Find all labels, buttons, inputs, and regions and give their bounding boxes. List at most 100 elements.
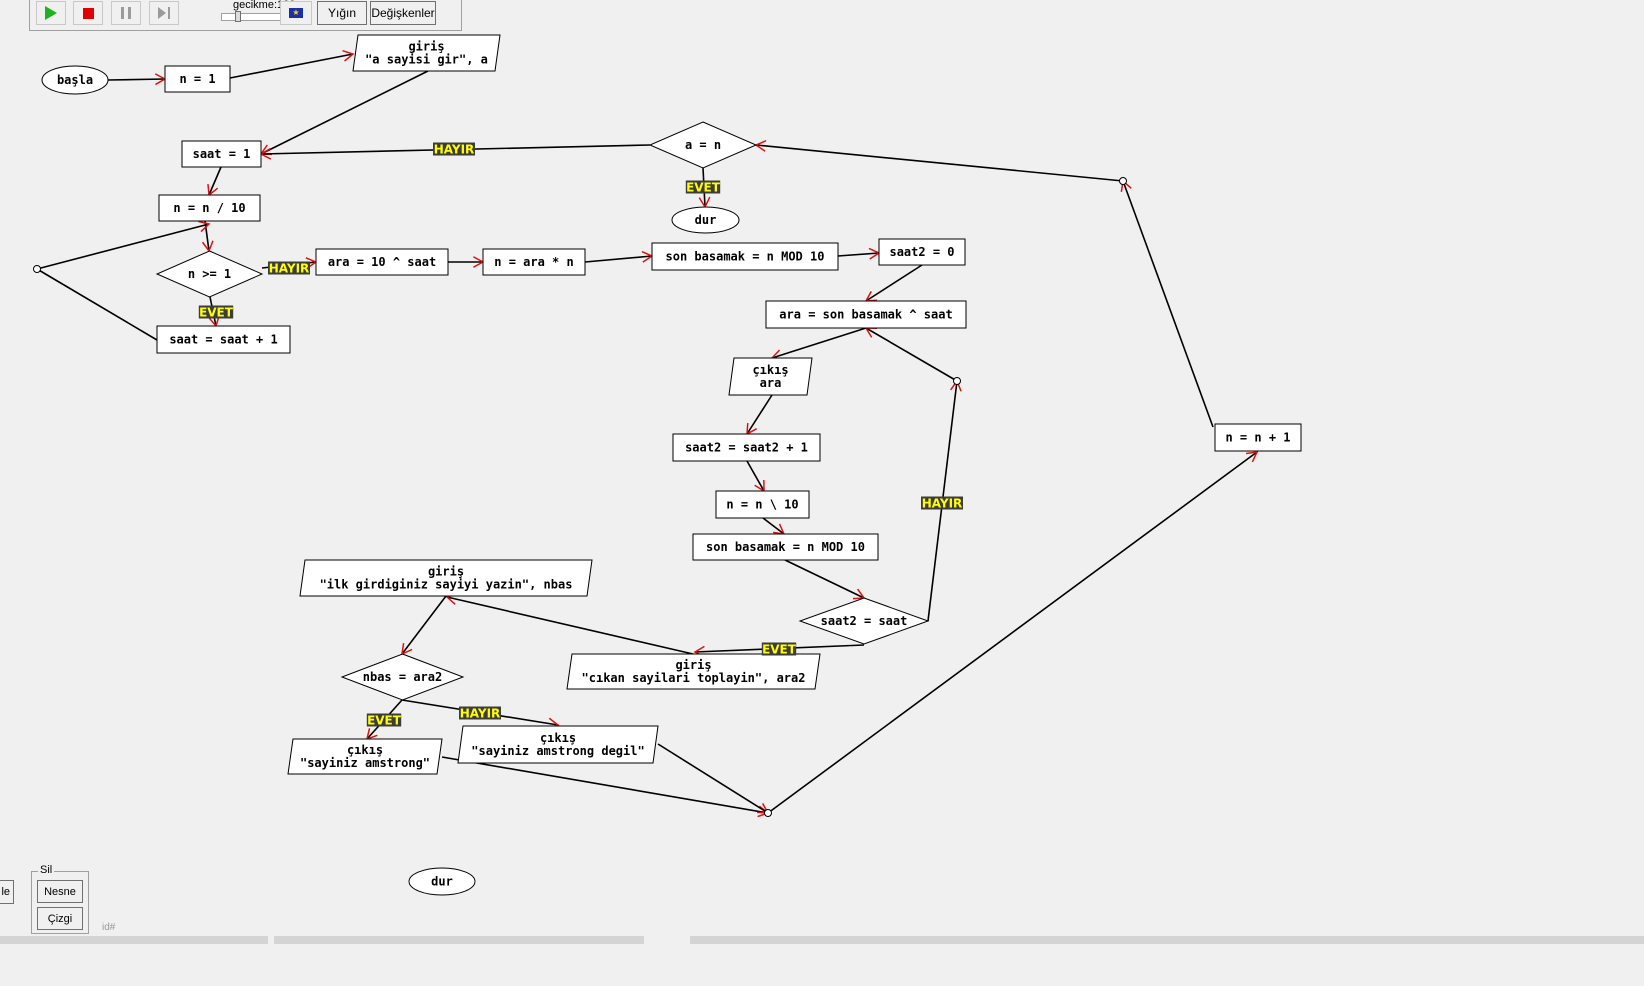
flow-node-io[interactable]: çıkış"sayiniz amstrong degil" [457,725,659,764]
branch-label-text: HAYIR [922,497,963,511]
connector-line[interactable] [584,250,654,263]
flow-node-terminal[interactable]: dur [671,206,740,234]
connector-line[interactable] [441,756,770,818]
delete-group: Sil Nesne Çizgi [31,864,89,934]
language-button[interactable]: ★ [280,1,312,25]
variables-button[interactable]: Değişkenler [370,1,436,25]
delay-label: gecikme:100 [233,0,296,11]
connector-line[interactable] [746,394,773,436]
branch-label: EVET [761,642,797,657]
delay-slider-thumb[interactable] [235,11,241,22]
flow-node-io[interactable]: giriş"a sayisi gir", a [352,34,501,72]
toolbar: gecikme:100 ★ Yığın Değişkenler [29,0,462,31]
connector-line[interactable] [207,166,222,197]
left-partial-button[interactable]: le [0,880,14,904]
flow-node-process[interactable]: n = 1 [164,65,231,93]
flow-node-process[interactable]: n = n \ 10 [715,490,810,519]
bottom-scroll-strip [0,936,268,944]
flow-node-terminal[interactable]: dur [408,867,476,896]
connector-line[interactable] [657,743,770,814]
connector-line[interactable] [1120,179,1214,428]
branch-label: EVET [366,713,402,728]
flow-node-decision[interactable]: a = n [648,121,758,169]
connector-line[interactable] [864,327,958,382]
node-text: "sayiniz amstrong degil" [471,744,644,758]
flow-node-decision[interactable]: saat2 = saat [798,597,930,645]
connector-line[interactable] [36,268,158,341]
node-text: çıkış [540,731,576,745]
node-text: saat2 = saat [821,614,908,628]
branch-label: HAYIR [921,496,963,511]
node-text: çıkış [347,743,383,757]
node-text: dur [431,875,453,889]
connector-line[interactable] [762,517,786,535]
connector-line[interactable] [107,73,167,86]
flow-node-decision[interactable]: nbas = ara2 [340,653,465,701]
branch-label: HAYIR [459,706,501,721]
connector-line[interactable] [767,451,1259,814]
connector-joint[interactable] [764,809,772,817]
connector-line[interactable] [259,70,429,156]
flow-node-decision[interactable]: n >= 1 [155,250,264,298]
node-text: saat2 = 0 [889,245,954,259]
node-text: n = ara * n [494,255,573,269]
connector-line[interactable] [36,220,211,270]
connector-line[interactable] [754,140,1124,182]
play-icon [45,6,57,20]
node-text: dur [695,213,717,227]
connector-line[interactable] [770,327,867,361]
flow-node-process[interactable]: son basamak = n MOD 10 [651,242,839,271]
node-text: ara = son basamak ^ saat [779,308,952,322]
flow-node-process[interactable]: n = n + 1 [1214,423,1302,452]
connector-line[interactable] [864,264,923,302]
node-text: n = n \ 10 [726,498,798,512]
node-text: başla [57,73,93,87]
node-text: giriş [428,565,464,579]
flow-node-process[interactable]: ara = son basamak ^ saat [765,300,967,329]
flow-node-terminal[interactable]: başla [41,65,109,95]
connector-layer [36,49,1259,818]
flow-node-process[interactable]: saat2 = 0 [878,238,966,266]
connector-joint[interactable] [953,377,961,385]
node-text: nbas = ara2 [363,670,442,684]
flow-node-process[interactable]: saat = 1 [181,140,262,168]
step-icon [158,7,170,19]
branch-label-text: EVET [686,181,721,195]
play-button[interactable] [36,1,66,25]
node-text: "cıkan sayilari toplayin", ara2 [582,671,806,685]
connector-line[interactable] [837,247,881,260]
flow-node-process[interactable]: n = n / 10 [158,194,261,222]
bottom-scroll-strip [274,936,644,944]
flow-node-process[interactable]: saat = saat + 1 [156,325,291,354]
step-button[interactable] [149,1,179,25]
connector-line[interactable] [746,460,765,493]
connector-joint[interactable] [1119,177,1127,185]
node-text: ara [760,376,782,390]
node-text: "a sayisi gir", a [365,53,488,67]
node-text: saat2 = saat2 + 1 [685,441,808,455]
connector-line[interactable] [401,595,447,656]
flow-node-process[interactable]: n = ara * n [482,248,586,276]
branch-label: HAYIR [268,261,310,276]
stop-button[interactable] [73,1,103,25]
flow-node-process[interactable]: ara = 10 ^ saat [315,248,449,276]
flow-node-io[interactable]: giriş"ilk girdiginiz sayiyi yazin", nbas [299,559,593,597]
stack-button[interactable]: Yığın [317,1,367,25]
pause-button[interactable] [111,1,141,25]
node-text: "sayiniz amstrong" [300,756,430,770]
pause-icon [121,7,131,19]
flow-node-process[interactable]: saat2 = saat2 + 1 [672,433,821,462]
flow-node-io[interactable]: giriş"cıkan sayilari toplayin", ara2 [566,653,821,690]
connector-joint[interactable] [33,265,41,273]
delete-line-button[interactable]: Çizgi [37,907,83,930]
connector-line[interactable] [784,559,866,600]
connector-line[interactable] [445,593,694,655]
node-text: saat = saat + 1 [169,333,277,347]
delete-object-button[interactable]: Nesne [37,880,83,903]
connector-line[interactable] [229,49,355,79]
connector-line[interactable] [448,256,485,268]
flow-node-process[interactable]: son basamak = n MOD 10 [692,533,879,561]
flow-node-io[interactable]: çıkış"sayiniz amstrong" [287,738,443,775]
